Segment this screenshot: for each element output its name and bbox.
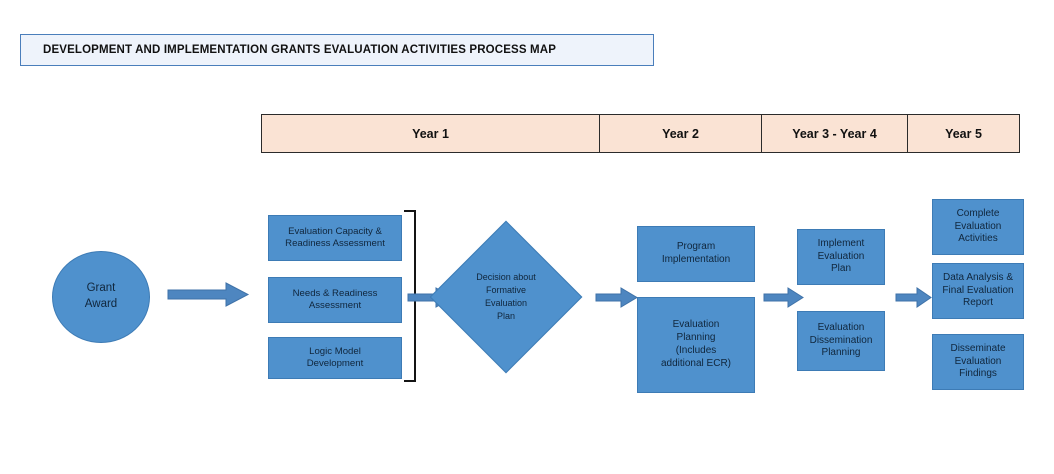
node-label-line: Plan (830, 263, 851, 275)
node-label-line: Development (306, 358, 364, 369)
node-implement-evaluation-plan: Implement Evaluation Plan (797, 229, 885, 285)
node-label-line: Evaluation (954, 220, 1002, 232)
node-label-line: Final Evaluation (942, 284, 1014, 296)
timeline-column-label: Year 1 (412, 126, 449, 141)
node-label-line: Implementation (661, 254, 731, 265)
node-label-line: Complete (956, 207, 1000, 219)
node-evaluation-planning: Evaluation Planning (Includes additional… (637, 297, 755, 393)
node-label-line: Needs & Readiness (292, 287, 378, 299)
node-label-line: Decision about (476, 271, 536, 282)
node-evaluation-capacity-readiness-assessment: Evaluation Capacity & Readiness Assessme… (268, 215, 402, 261)
node-label-line: Plan (496, 311, 515, 322)
node-program-implementation: Program Implementation (637, 226, 755, 282)
node-label-line: Logic Model (309, 345, 361, 357)
timeline-column-year-3-4: Year 3 - Year 4 (761, 114, 907, 153)
node-label-line: Disseminate (950, 342, 1006, 354)
node-label-line: Readiness Assessment (285, 238, 385, 249)
node-label-line: Implement (817, 237, 865, 249)
node-label-line: Formative (485, 284, 526, 295)
node-grant-award: Grant Award (52, 251, 150, 343)
page-title-banner: DEVELOPMENT AND IMPLEMENTATION GRANTS EV… (20, 34, 654, 66)
node-label-line: Planning (821, 347, 861, 359)
node-label-line: Findings (959, 368, 997, 380)
node-complete-evaluation-activities: Complete Evaluation Activities (932, 199, 1024, 255)
node-label-line: Evaluation (817, 250, 865, 262)
node-label-line: Dissemination (809, 334, 873, 346)
node-label-line: Program (676, 241, 716, 253)
timeline-column-label: Year 5 (945, 126, 982, 141)
node-label-line: Evaluation Capacity & (288, 225, 382, 237)
node-label-line: Evaluation (672, 319, 720, 331)
timeline-header: Year 1 Year 2 Year 3 - Year 4 Year 5 (261, 114, 1020, 153)
node-label-line: Data Analysis & (942, 271, 1014, 283)
timeline-column-year-1: Year 1 (261, 114, 599, 153)
arrow-year2-to-year34 (763, 287, 804, 308)
timeline-column-label: Year 3 - Year 4 (792, 126, 877, 141)
node-needs-readiness-assessment: Needs & Readiness Assessment (268, 277, 402, 323)
node-label-line: Activities (958, 233, 998, 245)
timeline-column-year-2: Year 2 (599, 114, 761, 153)
node-data-analysis-final-evaluation-report: Data Analysis & Final Evaluation Report (932, 263, 1024, 319)
arrow-year34-to-year5 (895, 287, 932, 308)
node-label-line: Report (962, 297, 993, 309)
node-label-line: Award (84, 298, 118, 310)
page-title: DEVELOPMENT AND IMPLEMENTATION GRANTS EV… (43, 44, 557, 56)
arrow-decision-to-year2 (595, 287, 638, 308)
node-label-line: Grant (86, 282, 116, 295)
node-decision-formative-evaluation-plan: Decision about Formative Evaluation Plan (429, 220, 583, 374)
node-label-line: Planning (676, 332, 716, 344)
node-logic-model-development: Logic Model Development (268, 337, 402, 379)
node-disseminate-evaluation-findings: Disseminate Evaluation Findings (932, 334, 1024, 390)
node-label-line: Evaluation (954, 355, 1002, 367)
node-label-line: (Includes (675, 345, 717, 356)
timeline-column-label: Year 2 (662, 126, 699, 141)
node-label-line: Evaluation (817, 321, 865, 333)
timeline-column-year-5: Year 5 (907, 114, 1020, 153)
node-label-line: Evaluation (484, 298, 527, 308)
node-evaluation-dissemination-planning: Evaluation Dissemination Planning (797, 311, 885, 371)
node-label-line: additional ECR) (660, 357, 732, 369)
arrow-award-to-year1 (167, 282, 250, 307)
node-label-line: Assessment (308, 300, 362, 311)
